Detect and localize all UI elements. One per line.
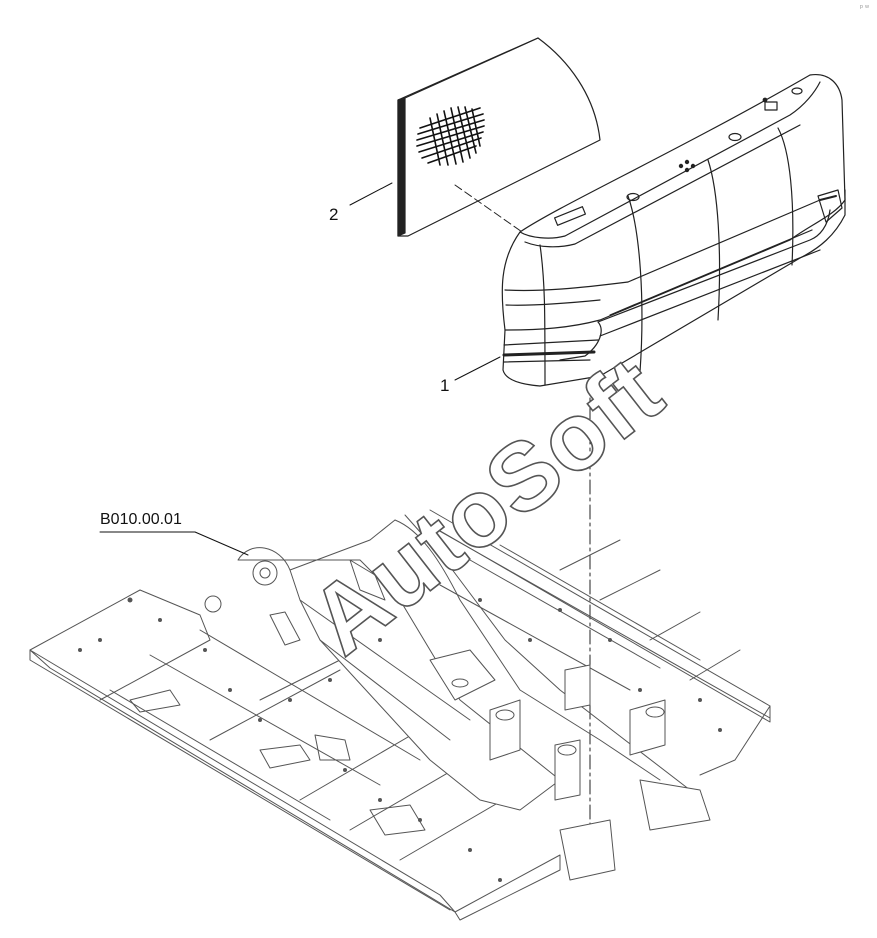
decal-sticker-part [397, 37, 601, 237]
corner-mark: ᵖ ʷ [859, 3, 869, 12]
upper-frame-chassis [29, 509, 771, 921]
decal-grid-pattern [416, 106, 485, 166]
callout-item-1: 1 [440, 376, 450, 395]
callout-item-2: 2 [329, 205, 339, 224]
callout-reference: B010.00.01 [100, 511, 182, 528]
counterweight-part [501, 73, 846, 387]
callout-leaders [99, 182, 501, 556]
